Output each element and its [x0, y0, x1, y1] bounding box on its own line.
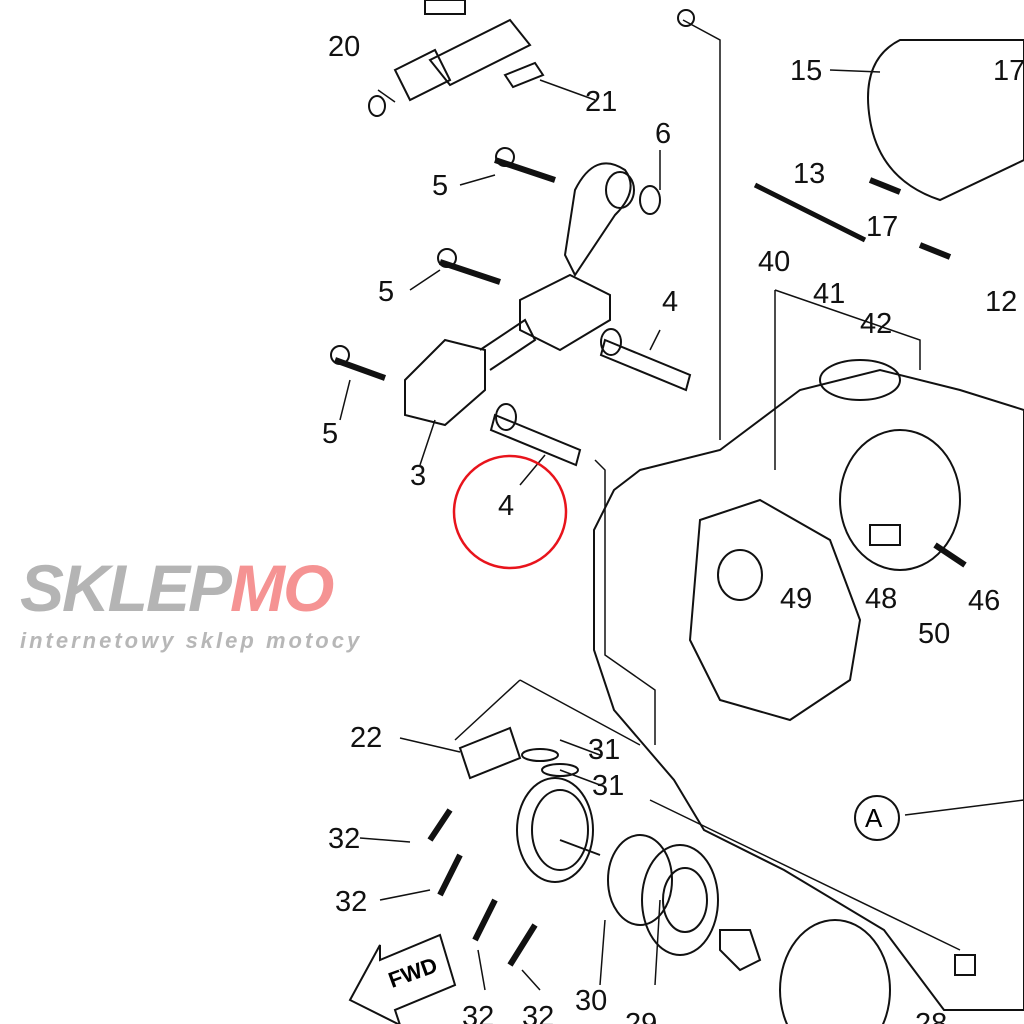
- part-label: 22: [350, 722, 383, 754]
- part-label: 5: [322, 418, 339, 450]
- part-label: 30: [575, 985, 608, 1017]
- part-label: 49: [780, 583, 813, 615]
- part-label: 21: [585, 86, 618, 118]
- part-label: 13: [793, 158, 826, 190]
- part-label: 42: [860, 308, 893, 340]
- part-label: 48: [865, 583, 898, 615]
- tensioner-assembly: [368, 0, 695, 117]
- part-label: 32: [335, 886, 368, 918]
- highlight-circle: [452, 454, 568, 570]
- part-label: 15: [790, 55, 823, 87]
- part-label: 50: [918, 618, 951, 650]
- part-label: 3: [410, 460, 427, 492]
- watermark-logo: SKLEPMO: [20, 555, 334, 621]
- callout-circle: [854, 795, 900, 841]
- part-label-highlighted: 4: [498, 490, 515, 522]
- part-label: 6: [655, 118, 672, 150]
- part-label: 29: [625, 1008, 658, 1024]
- oil-pipe-assembly: [330, 147, 692, 467]
- part-label: 5: [378, 276, 395, 308]
- watermark-brand-b: MO: [230, 551, 334, 625]
- callout-label: A: [865, 803, 883, 833]
- watermark-brand-a: SKLEP: [20, 551, 232, 625]
- part-label: 31: [592, 770, 625, 802]
- part-label: 40: [758, 246, 791, 278]
- crankcase: [593, 39, 1024, 1011]
- part-label: 5: [432, 170, 449, 202]
- part-label: 31: [588, 734, 621, 766]
- oil-filter-assembly: [427, 726, 976, 1024]
- part-label: 28: [915, 1008, 948, 1024]
- part-label: 46: [968, 585, 1001, 617]
- part-label: 4: [662, 286, 679, 318]
- part-label: 12: [985, 286, 1018, 318]
- part-label: 17: [993, 55, 1024, 87]
- part-label: 32: [462, 1001, 495, 1024]
- fwd-arrow-icon: [348, 933, 457, 1024]
- part-label: 20: [328, 31, 361, 63]
- part-label: 17: [866, 211, 899, 243]
- part-label: 32: [522, 1001, 555, 1024]
- part-label: 41: [813, 278, 846, 310]
- leader-lines: [339, 19, 1024, 991]
- part-label: 32: [328, 823, 361, 855]
- watermark-tagline: internetowy sklep motocy: [20, 628, 363, 653]
